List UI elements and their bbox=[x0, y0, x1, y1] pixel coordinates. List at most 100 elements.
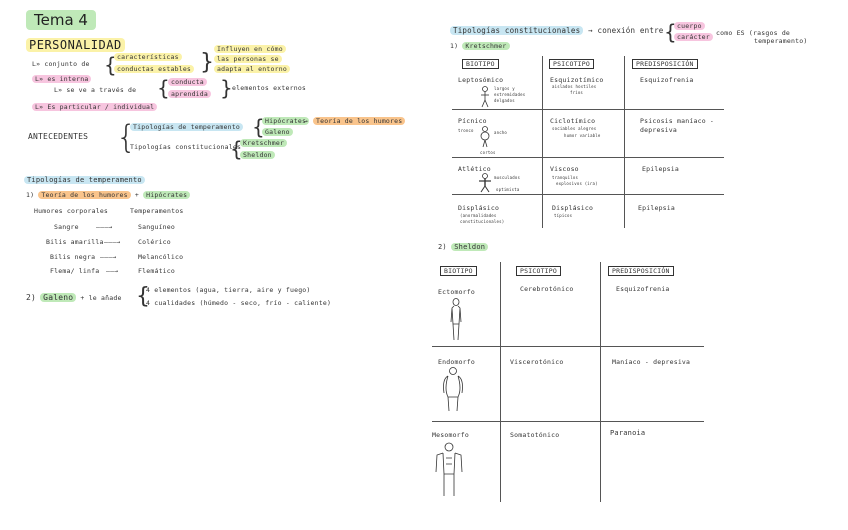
k-biotipo-3: Displásico bbox=[458, 204, 500, 212]
temperamento-row-3: Flemático bbox=[138, 267, 176, 275]
k-biotipo-note-2a: musculados bbox=[494, 175, 521, 180]
k-biotipo-note-0a: largos y bbox=[494, 86, 515, 91]
temperamento-row-2: Melancólico bbox=[138, 253, 184, 261]
table-divider bbox=[600, 262, 601, 502]
const-como-es: como ES (rasgos de bbox=[716, 29, 791, 37]
brace-icon: { bbox=[104, 53, 117, 77]
table-divider bbox=[452, 194, 724, 195]
arrow-icon: ———→ bbox=[96, 223, 113, 231]
plus-icon: + bbox=[80, 294, 85, 302]
k-psicotipo-note-2b: explosivos (ira) bbox=[556, 181, 598, 186]
def-conducta: conducta bbox=[168, 78, 207, 86]
def-elementos: elementos externos bbox=[232, 84, 307, 92]
sheldon-number: 2) bbox=[438, 243, 447, 251]
s-biotipo-1: Endomorfo bbox=[438, 358, 476, 366]
k-psicotipo-1: Ciclotímico bbox=[550, 117, 596, 125]
s-psicotipo-1: Viscerotónico bbox=[510, 358, 564, 366]
def-influye-2: las personas se bbox=[214, 55, 282, 63]
kretschmer-heading: 1) Kretschmer bbox=[450, 42, 510, 50]
humores-col-header: Humores corporales bbox=[34, 207, 109, 215]
arrow-icon: ——→ bbox=[106, 267, 119, 275]
arrow-icon: → bbox=[304, 117, 309, 125]
table-divider bbox=[432, 421, 704, 422]
k-biotipo-0: Leptosómico bbox=[458, 76, 504, 84]
humor-row-3: Flema/ linfa bbox=[50, 267, 100, 275]
table-divider bbox=[624, 56, 625, 228]
stick-figure-icon bbox=[479, 173, 491, 193]
def-particular-label: L» Es particular / individual bbox=[32, 103, 158, 111]
k-header-predisposicion: PREDISPOSICIÓN bbox=[632, 59, 698, 69]
k-biotipo-note-1a: tronco bbox=[458, 128, 474, 133]
k-biotipo-note-3a: (anormalidades bbox=[460, 213, 497, 218]
def-caracteristicas: características bbox=[114, 53, 182, 61]
s-header-psicotipo: PSICOTIPO bbox=[516, 266, 562, 276]
def-conductas: conductas estables bbox=[114, 65, 195, 73]
temperamento-row-0: Sanguíneo bbox=[138, 223, 176, 231]
k-biotipo-note-0b: extremidades bbox=[494, 92, 526, 97]
antecedentes-galeno: Galeno bbox=[262, 128, 293, 136]
item-1-author: Hipócrates bbox=[143, 191, 191, 199]
brace-icon: { bbox=[664, 20, 677, 44]
plus-icon: + bbox=[134, 191, 139, 199]
s-header-biotipo: BIOTIPO bbox=[440, 266, 477, 276]
k-biotipo-1: Pícnico bbox=[458, 117, 487, 125]
item-1-number: 1) bbox=[26, 191, 35, 199]
constitucionales-mid: conexión entre bbox=[597, 26, 664, 35]
k-biotipo-note-3b: constitucionales) bbox=[460, 219, 505, 224]
k-biotipo-note-2b: optimista bbox=[496, 187, 520, 192]
s-predisposicion-2: Paranoia bbox=[610, 429, 646, 437]
galeno-elementos: 4 elementos (agua, tierra, aire y fuego) bbox=[146, 286, 311, 294]
page-title: Tema 4 bbox=[26, 10, 96, 30]
antecedentes-tipologias-constitucionales: Tipologías constitucionales bbox=[130, 143, 242, 151]
brace-icon: { bbox=[157, 76, 170, 100]
def-line-1: L» conjunto de bbox=[32, 60, 90, 68]
antecedentes-hipocrates: Hipócrates bbox=[262, 117, 310, 125]
s-psicotipo-2: Somatotónico bbox=[510, 431, 560, 439]
temperamento-item-1: 1) Teoría de los humores + Hipócrates bbox=[26, 191, 191, 199]
table-divider bbox=[452, 109, 724, 110]
table-divider bbox=[452, 157, 724, 158]
brace-icon: { bbox=[252, 115, 265, 139]
kretschmer-number: 1) bbox=[450, 42, 459, 50]
stick-figure-icon bbox=[480, 126, 490, 148]
k-psicotipo-note-2a: tranquilos bbox=[552, 175, 579, 180]
sheldon-name: Sheldon bbox=[451, 243, 489, 251]
const-cuerpo: cuerpo bbox=[674, 22, 705, 30]
humor-row-0: Sangre bbox=[54, 223, 79, 231]
kretschmer-name: Kretschmer bbox=[462, 42, 510, 50]
def-interna: L» es interna bbox=[32, 75, 92, 83]
section-heading-personalidad: PERSONALIDAD bbox=[26, 38, 125, 52]
sheldon-heading: 2) Sheldon bbox=[438, 243, 489, 251]
k-psicotipo-note-0a: aislados hostiles bbox=[552, 84, 597, 89]
const-caracter: carácter bbox=[674, 33, 713, 41]
galeno-cualidades: 4 cualidades (húmedo - seco, frío - cali… bbox=[146, 299, 332, 307]
k-biotipo-2: Atlético bbox=[458, 165, 491, 173]
def-influye-1: Influyen en cómo bbox=[214, 45, 286, 53]
item-2-number: 2) bbox=[26, 293, 37, 302]
brace-icon: } bbox=[220, 76, 233, 100]
antecedentes-kretschmer: Kretschmer bbox=[240, 139, 288, 147]
k-header-psicotipo: PSICOTIPO bbox=[549, 59, 595, 69]
k-predisposicion-0: Esquizofrenia bbox=[640, 76, 694, 84]
k-psicotipo-note-1a: sociables alegres bbox=[552, 126, 597, 131]
k-psicotipo-note-0b: fríos bbox=[570, 90, 584, 95]
s-predisposicion-1: Maníaco - depresiva bbox=[612, 358, 691, 366]
def-aprendida: aprendida bbox=[168, 90, 212, 98]
item-1-teoria: Teoría de los humores bbox=[38, 191, 131, 199]
table-divider bbox=[500, 262, 501, 502]
k-biotipo-note-1c: cortos bbox=[480, 150, 496, 155]
k-psicotipo-0: Esquizotímico bbox=[550, 76, 604, 84]
k-biotipo-note-0c: delgados bbox=[494, 98, 515, 103]
arrow-icon: ———→ bbox=[104, 238, 121, 246]
s-psicotipo-0: Cerebrotónico bbox=[520, 285, 574, 293]
k-psicotipo-note-3a: típicos bbox=[554, 213, 573, 218]
def-particular: L» Es particular / individual bbox=[32, 103, 158, 111]
temperamento-row-1: Colérico bbox=[138, 238, 171, 246]
stick-figure-icon bbox=[481, 86, 489, 108]
s-biotipo-0: Ectomorfo bbox=[438, 288, 476, 296]
body-figure-icon bbox=[435, 442, 463, 496]
k-predisposicion-2: Epilepsia bbox=[642, 165, 680, 173]
arrow-icon: ———→ bbox=[100, 253, 117, 261]
k-psicotipo-2: Viscoso bbox=[550, 165, 579, 173]
constitucionales-title: Tipologías constitucionales bbox=[450, 26, 584, 35]
